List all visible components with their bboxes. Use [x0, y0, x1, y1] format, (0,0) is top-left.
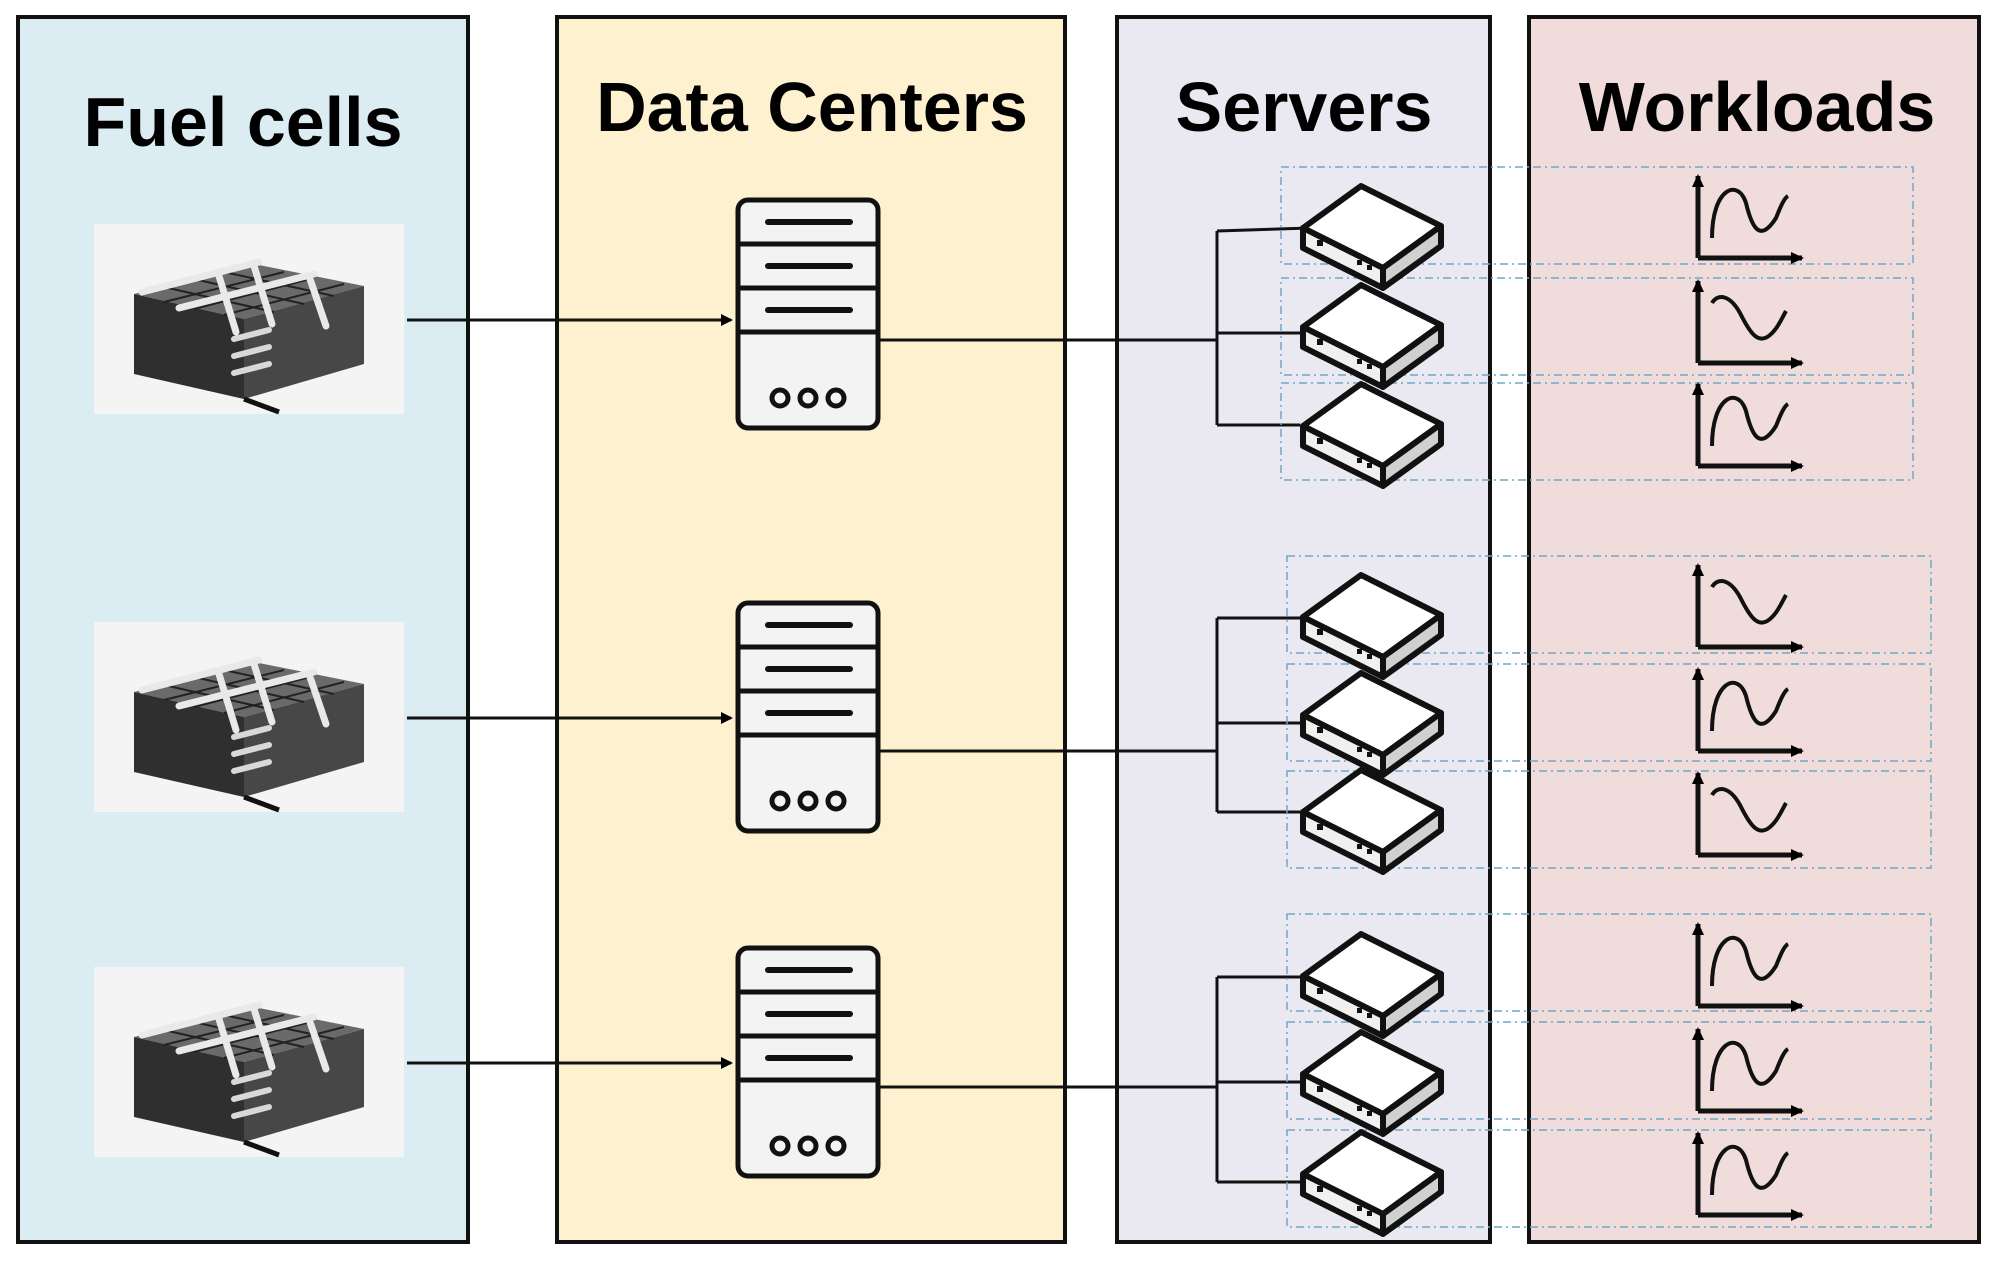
fuel-cell-icon [94, 622, 404, 812]
workload-chart-icon [1698, 565, 1802, 647]
workload-chart-icon [1698, 1029, 1802, 1111]
workload-chart-icon [1698, 1133, 1802, 1215]
fuel-cells-title: Fuel cells [83, 83, 402, 161]
workload-chart-icon [1698, 773, 1802, 855]
workload-chart-icon [1698, 281, 1802, 363]
workload-chart-icon [1698, 384, 1802, 466]
workload-chart-icon [1698, 176, 1802, 258]
workload-chart-icon [1698, 924, 1802, 1006]
servers-title: Servers [1176, 68, 1433, 146]
data-center-server-icon [738, 948, 878, 1176]
data-center-server-icon [738, 603, 878, 831]
workload-chart-icon [1698, 669, 1802, 751]
workloads-panel [1527, 15, 1981, 1244]
data-centers-title: Data Centers [596, 68, 1028, 146]
fuel-cell-icon [94, 967, 404, 1157]
fuel-cell-icon [94, 224, 404, 414]
data-center-server-icon [738, 200, 878, 428]
workload-assignment-boxes [1280, 166, 1932, 1228]
connection-lines [878, 226, 1311, 1184]
workloads-title: Workloads [1579, 68, 1936, 146]
